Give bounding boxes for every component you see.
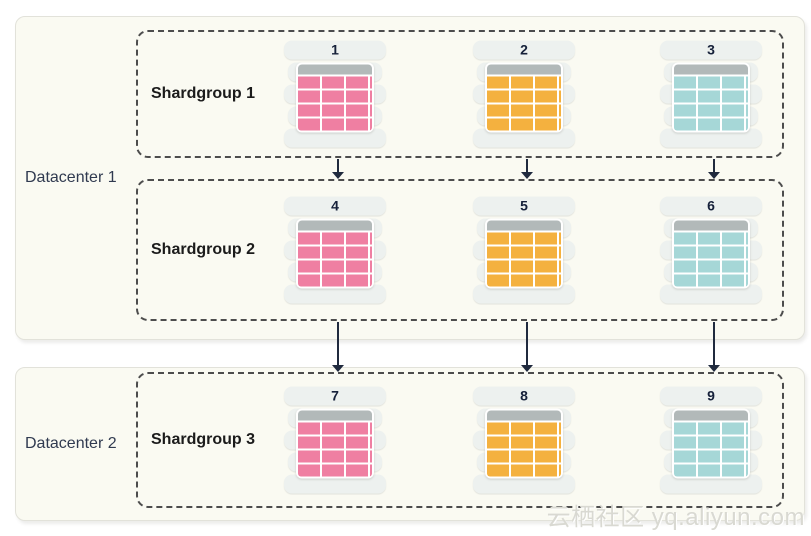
table-icon <box>485 408 563 479</box>
table-icon <box>672 408 750 479</box>
table-icon <box>485 218 563 289</box>
shard-5-icon: 5 <box>473 196 575 304</box>
arrow-line <box>337 159 339 174</box>
datacenter-1-label: Datacenter 1 <box>25 169 117 186</box>
shardgroup-2-box: Shardgroup 2 4 5 <box>136 179 784 321</box>
shard-7-icon: 7 <box>284 386 386 494</box>
cylinder-band: 8 <box>473 386 575 406</box>
table-icon <box>485 62 563 133</box>
cylinder-band: 3 <box>660 40 762 60</box>
shardgroup-2-label: Shardgroup 2 <box>151 241 256 258</box>
arrow-head <box>521 365 533 372</box>
cylinder-band <box>284 474 386 494</box>
table-cells <box>674 422 748 477</box>
datacenter-2-box: Datacenter 2 Shardgroup 3 7 8 <box>15 367 805 521</box>
arrow-head <box>332 365 344 372</box>
table-cells <box>674 232 748 287</box>
table-icon <box>296 62 374 133</box>
table-icon <box>672 62 750 133</box>
replication-arrow-icon <box>332 159 344 179</box>
table-header-row <box>298 410 372 421</box>
shard-1-icon: 1 <box>284 40 386 148</box>
cylinder-band: 5 <box>473 196 575 216</box>
table-icon <box>672 218 750 289</box>
cylinder-band: 9 <box>660 386 762 406</box>
cylinder-band: 1 <box>284 40 386 60</box>
shardgroup-1-box: Shardgroup 1 1 2 <box>136 30 784 158</box>
table-cells <box>487 422 561 477</box>
arrow-head <box>521 172 533 179</box>
shard-number: 9 <box>707 387 715 404</box>
shard-number: 4 <box>331 197 339 214</box>
arrow-head <box>708 172 720 179</box>
table-cells <box>298 422 372 477</box>
cylinder-band <box>660 128 762 148</box>
cylinder-band: 7 <box>284 386 386 406</box>
shard-number: 2 <box>520 41 528 58</box>
shard-4-icon: 4 <box>284 196 386 304</box>
replication-arrow-icon <box>521 159 533 179</box>
shard-8-icon: 8 <box>473 386 575 494</box>
shard-6-icon: 6 <box>660 196 762 304</box>
replication-arrow-icon <box>332 322 344 372</box>
arrow-line <box>526 322 528 367</box>
shardgroup-3-label: Shardgroup 3 <box>151 431 256 448</box>
cylinder-band <box>284 128 386 148</box>
replication-arrow-icon <box>708 322 720 372</box>
table-cells <box>298 232 372 287</box>
watermark-text: 云栖社区 yq.aliyun.com <box>546 504 805 531</box>
cylinder-band <box>660 284 762 304</box>
shard-number: 3 <box>707 41 715 58</box>
table-header-row <box>487 220 561 231</box>
cylinder-band: 2 <box>473 40 575 60</box>
shard-number: 7 <box>331 387 339 404</box>
arrow-line <box>713 322 715 367</box>
cylinder-band <box>473 128 575 148</box>
cylinder-band <box>284 284 386 304</box>
cylinder-band <box>660 474 762 494</box>
arrow-head <box>332 172 344 179</box>
shard-9-icon: 9 <box>660 386 762 494</box>
table-header-row <box>674 220 748 231</box>
table-cells <box>487 76 561 131</box>
table-cells <box>674 76 748 131</box>
replication-arrow-icon <box>521 322 533 372</box>
shard-3-icon: 3 <box>660 40 762 148</box>
table-header-row <box>298 64 372 75</box>
table-icon <box>296 218 374 289</box>
cylinder-band: 4 <box>284 196 386 216</box>
arrow-line <box>337 322 339 367</box>
table-header-row <box>674 410 748 421</box>
shard-number: 6 <box>707 197 715 214</box>
datacenter-2-label: Datacenter 2 <box>25 435 117 452</box>
cylinder-band <box>473 474 575 494</box>
shard-number: 8 <box>520 387 528 404</box>
table-header-row <box>674 64 748 75</box>
datacenter-1-box: Datacenter 1 Shardgroup 1 1 2 <box>15 16 805 340</box>
table-cells <box>298 76 372 131</box>
table-header-row <box>298 220 372 231</box>
shardgroup-3-box: Shardgroup 3 7 8 <box>136 372 784 508</box>
cylinder-band: 6 <box>660 196 762 216</box>
table-header-row <box>487 410 561 421</box>
shard-number: 1 <box>331 41 339 58</box>
table-icon <box>296 408 374 479</box>
arrow-line <box>713 159 715 174</box>
shard-number: 5 <box>520 197 528 214</box>
shardgroup-1-label: Shardgroup 1 <box>151 85 256 102</box>
table-cells <box>487 232 561 287</box>
replication-arrow-icon <box>708 159 720 179</box>
shard-2-icon: 2 <box>473 40 575 148</box>
cylinder-band <box>473 284 575 304</box>
arrow-head <box>708 365 720 372</box>
table-header-row <box>487 64 561 75</box>
arrow-line <box>526 159 528 174</box>
